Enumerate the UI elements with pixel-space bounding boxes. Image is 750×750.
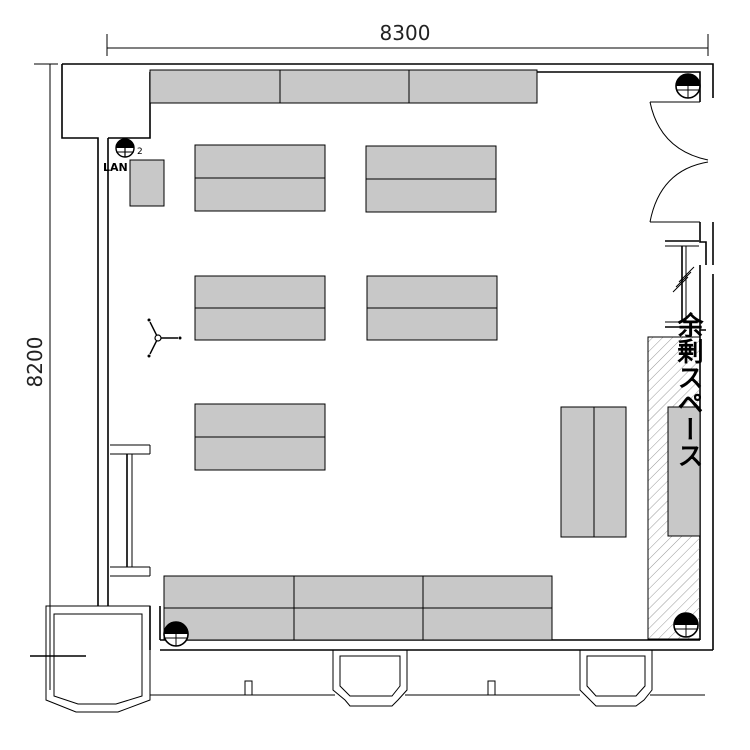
desk-group-1 [194, 144, 326, 212]
desk [194, 436, 326, 471]
desk [365, 145, 497, 180]
desk [194, 307, 326, 341]
desk [293, 607, 424, 641]
outlet-bottom-right [673, 612, 699, 638]
lan-outlet: 2 LAN [103, 138, 165, 207]
bottom-facade [150, 650, 705, 707]
spare-space-cabinet [667, 406, 701, 537]
height-dimension: 8200 [23, 63, 84, 662]
left-window [110, 444, 151, 577]
lan-cabinet [129, 159, 165, 207]
top-shelving [149, 69, 538, 104]
outlet-top-right [675, 73, 701, 99]
desk [422, 575, 553, 609]
spare-space-label: 余剰スペース [673, 311, 704, 468]
desk-group-6 [560, 406, 627, 538]
right-window [665, 240, 699, 328]
ceiling-fan-icon [147, 318, 182, 358]
desk [163, 575, 295, 609]
width-dimension-label: 8300 [380, 21, 431, 45]
shelf-unit [149, 69, 281, 104]
desk-group-5 [194, 403, 326, 471]
lan-label: LAN [103, 161, 128, 174]
outlet-bottom-left [163, 621, 189, 647]
desk [422, 607, 553, 641]
shelf-unit [279, 69, 410, 104]
bottom-desks [163, 575, 553, 641]
desk [293, 575, 424, 609]
desk-group-3 [194, 275, 326, 341]
lan-outlet-number: 2 [137, 147, 143, 157]
desk [366, 307, 498, 341]
desk [194, 144, 326, 179]
desk [593, 406, 627, 538]
width-dimension: 8300 [106, 21, 709, 56]
desk-group-2 [365, 145, 497, 213]
spare-space: 余剰スペース [647, 311, 704, 640]
desk [194, 403, 326, 438]
shelf-unit [408, 69, 538, 104]
desk [365, 178, 497, 213]
desk [366, 275, 498, 309]
desk [194, 275, 326, 309]
desk [194, 177, 326, 212]
height-dimension-label: 8200 [23, 337, 47, 388]
entrance-door [649, 101, 709, 223]
desk [560, 406, 595, 538]
desk-group-4 [366, 275, 498, 341]
bottom-left-column [30, 605, 151, 713]
